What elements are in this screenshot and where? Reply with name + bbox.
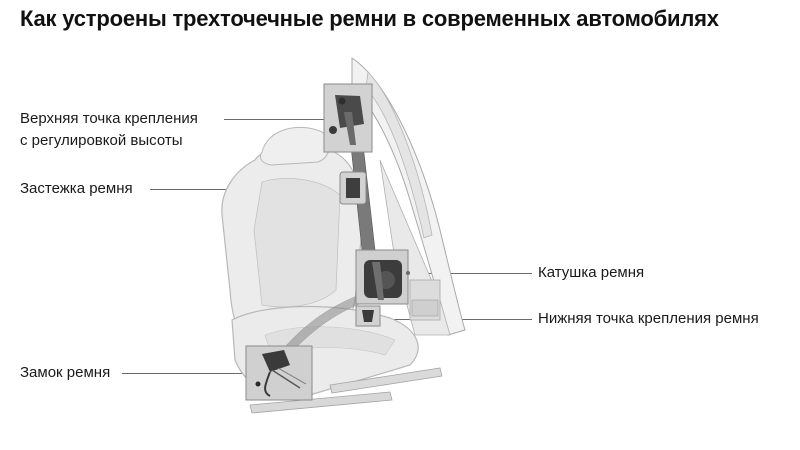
label-upper-anchor: Верхняя точка крепления с регулировкой в… — [20, 108, 240, 152]
leader-upper-anchor — [224, 119, 324, 120]
lower-anchor-part — [355, 305, 381, 327]
label-lower-anchor: Нижняя точка крепления ремня — [538, 310, 759, 327]
retractor-detail — [355, 249, 409, 305]
leader-retractor — [408, 273, 532, 274]
label-upper-anchor-line2: с регулировкой высоты — [20, 132, 183, 149]
upper-anchor-detail — [323, 83, 373, 153]
label-retractor: Катушка ремня — [538, 264, 645, 281]
label-belt-clasp: Застежка ремня — [20, 180, 133, 197]
belt-clasp-part — [339, 171, 367, 205]
b-pillar — [351, 57, 466, 336]
page-title: Как устроены трехточечные ремни в соврем… — [20, 6, 719, 31]
leader-belt-buckle — [122, 373, 246, 374]
retractor-pointer-dot — [406, 271, 410, 275]
label-belt-buckle: Замок ремня — [20, 364, 111, 381]
label-upper-anchor-line1: Верхняя точка крепления — [20, 110, 198, 127]
buckle-detail — [245, 345, 313, 401]
